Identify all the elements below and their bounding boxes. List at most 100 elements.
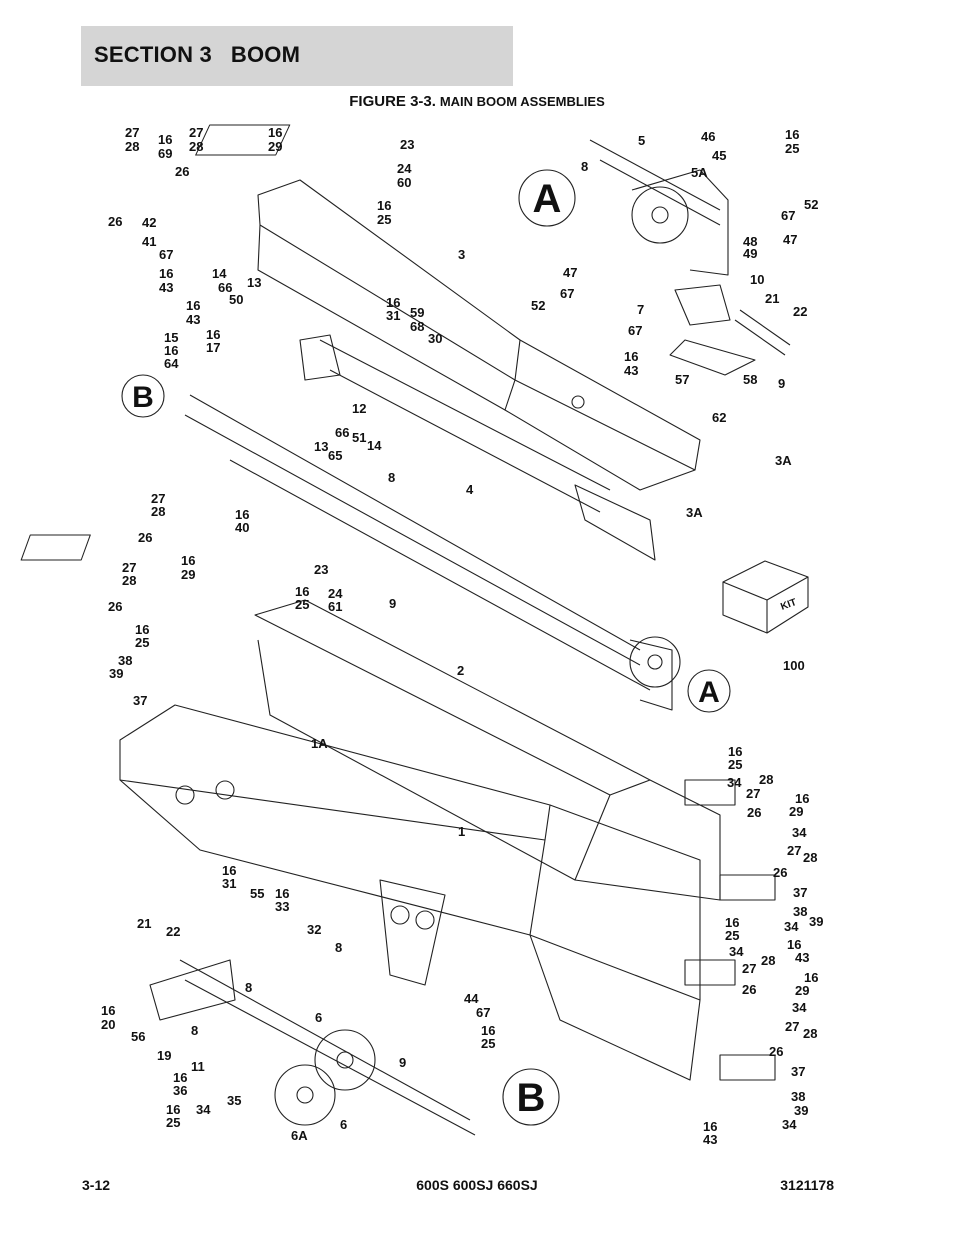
part-callout: 5 — [638, 133, 645, 148]
part-callout: 13 — [314, 439, 328, 454]
part-callout: 36 — [173, 1083, 187, 1098]
part-callout: 30 — [428, 331, 442, 346]
part-callout: 66 — [218, 280, 232, 295]
part-callout: 6A — [291, 1128, 308, 1143]
part-callout: 47 — [563, 265, 577, 280]
part-callout: 16 — [275, 886, 289, 901]
part-callout: 1 — [458, 824, 465, 839]
part-callout: 45 — [712, 148, 726, 163]
part-callout: 26 — [108, 599, 122, 614]
boom-section-3 — [257, 139, 721, 491]
part-callout: 28 — [761, 953, 775, 968]
boom-section-1 — [119, 704, 701, 1081]
part-callout: 64 — [164, 356, 179, 371]
part-callout: 35 — [227, 1093, 241, 1108]
part-callout: 31 — [222, 876, 236, 891]
part-callout: 16 — [268, 125, 282, 140]
section-name: BOOM — [230, 42, 301, 67]
telescope-cylinder-4 — [299, 334, 656, 561]
part-callout: 16 — [164, 343, 178, 358]
part-callout: 22 — [166, 924, 180, 939]
page-number: 3-12 — [82, 1177, 111, 1193]
part-callout: 16 — [787, 937, 801, 952]
part-callout: 66 — [335, 425, 349, 440]
part-callout: 21 — [765, 291, 779, 306]
part-callout: 68 — [410, 319, 424, 334]
part-callout: 20 — [101, 1017, 115, 1032]
part-callout: 34 — [196, 1102, 211, 1117]
part-callout: 62 — [712, 410, 726, 425]
part-callout: 16 — [101, 1003, 115, 1018]
part-callout: 25 — [785, 141, 799, 156]
part-callout: 50 — [229, 292, 243, 307]
part-callout: 13 — [247, 275, 261, 290]
part-callout: 2 — [457, 663, 464, 678]
part-callout: 27 — [189, 125, 203, 140]
detail-marker-a-top — [518, 169, 576, 227]
part-callout: 28 — [151, 504, 165, 519]
part-callout: 16 — [386, 295, 400, 310]
part-callout: 67 — [781, 208, 795, 223]
part-callout: 25 — [295, 597, 309, 612]
part-callout: 43 — [624, 363, 638, 378]
part-callout: 16 — [785, 127, 799, 142]
part-callout: 25 — [135, 635, 149, 650]
section-title: SECTION 3 BOOM — [94, 42, 300, 68]
part-callout: 16 — [728, 744, 742, 759]
detail-letter-b-left: B — [132, 381, 154, 414]
part-callout: 52 — [804, 197, 818, 212]
part-callout: 16 — [222, 863, 236, 878]
part-callout: 25 — [728, 757, 742, 772]
section-number: SECTION 3 — [94, 42, 212, 67]
lower-sheaves — [149, 959, 476, 1136]
document-number: 3121178 — [780, 1177, 834, 1193]
part-callout: 16 — [795, 791, 809, 806]
part-callout: 12 — [352, 401, 366, 416]
part-callout: 26 — [773, 865, 787, 880]
part-callout: 29 — [268, 139, 282, 154]
part-callout: 5A — [691, 165, 708, 180]
part-callout: 17 — [206, 340, 220, 355]
part-callout: 29 — [181, 567, 195, 582]
part-callout: 33 — [275, 899, 289, 914]
part-callout: 14 — [367, 438, 382, 453]
part-callout: 16 — [158, 132, 172, 147]
part-callout: 9 — [389, 596, 396, 611]
part-callout: 24 — [328, 586, 343, 601]
part-callout: 37 — [793, 885, 807, 900]
part-callout: 55 — [250, 886, 264, 901]
part-callout: 28 — [122, 573, 136, 588]
part-callout: 60 — [397, 175, 411, 190]
part-callout: 27 — [742, 961, 756, 976]
part-callout: 37 — [791, 1064, 805, 1079]
part-callout: 52 — [531, 298, 545, 313]
part-callout: 34 — [792, 1000, 807, 1015]
figure-caption: MAIN BOOM ASSEMBLIES — [439, 94, 605, 109]
wire-ropes — [184, 394, 651, 691]
part-callout: 42 — [142, 215, 156, 230]
part-callout: 49 — [743, 246, 757, 261]
part-callout: 8 — [581, 159, 588, 174]
part-callout: 16 — [295, 584, 309, 599]
part-callout: 6 — [340, 1117, 347, 1132]
part-callout: 16 — [186, 298, 200, 313]
part-callout: 41 — [142, 234, 156, 249]
part-callout: 15 — [164, 330, 178, 345]
part-callout: 28 — [803, 850, 817, 865]
part-callout: 47 — [783, 232, 797, 247]
part-callout: 32 — [307, 922, 321, 937]
part-callout: 43 — [186, 312, 200, 327]
part-callout: 67 — [476, 1005, 490, 1020]
part-callout: 38 — [118, 653, 132, 668]
part-callout: 67 — [159, 247, 173, 262]
part-callout: 27 — [785, 1019, 799, 1034]
part-callout: 39 — [794, 1103, 808, 1118]
part-callout: 29 — [789, 804, 803, 819]
sheave-housing — [631, 169, 791, 376]
part-callout: 26 — [769, 1044, 783, 1059]
part-callout: 69 — [158, 146, 172, 161]
part-callout: 28 — [803, 1026, 817, 1041]
part-callout: 48 — [743, 234, 757, 249]
part-callout: 16 — [166, 1102, 180, 1117]
